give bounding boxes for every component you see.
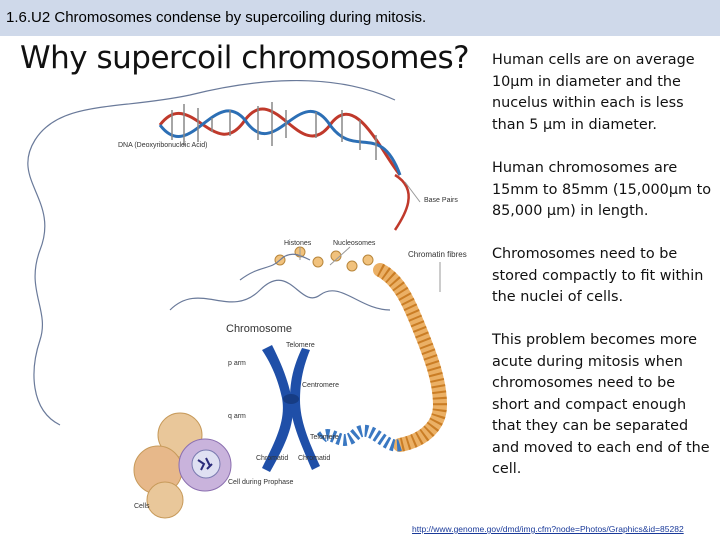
dna-strand-line-2 (169, 279, 391, 311)
paragraph-compact-storage: Chromosomes need to be stored compactly … (492, 246, 704, 305)
cells-cluster (133, 412, 232, 519)
chromosome-diagram: DNA (Deoxyribonucleic Acid) Base Pairs H… (27, 80, 467, 519)
label-q-arm: q arm (228, 413, 246, 420)
header-bar: 1.6.U2 Chromosomes condense by supercoil… (0, 0, 720, 36)
supercoil (315, 424, 402, 452)
dna-helix-lower (393, 173, 410, 231)
slide-header: 1.6.U2 Chromosomes condense by supercoil… (6, 9, 427, 26)
label-chromosome: Chromosome (226, 323, 292, 335)
label-cell-prophase: Cell during Prophase (228, 479, 293, 486)
label-chromatid-left: Chromatid (256, 455, 288, 462)
label-histones: Histones (284, 240, 312, 247)
nucleosome-beads (274, 246, 374, 272)
label-telomere-bottom: Telomere (310, 434, 339, 441)
chromatin-fibre-coil (373, 263, 448, 452)
paragraph-mitosis-problem: This problem becomes more acute during m… (492, 332, 710, 477)
paragraph-cell-size: Human cells are on average 10μm in diame… (492, 52, 695, 133)
nucleosomes-pointer (329, 246, 351, 266)
chromosome-shape (262, 345, 320, 472)
label-dna: DNA (Deoxyribonucleic Acid) (118, 142, 207, 149)
slide-title: Why supercoil chromosomes? (20, 40, 470, 76)
label-p-arm: p arm (228, 360, 246, 367)
dna-double-helix (158, 102, 402, 176)
label-base-pairs: Base Pairs (424, 197, 458, 204)
base-pairs-pointer (404, 181, 421, 203)
label-chromatid-right: Chromatid (298, 455, 330, 462)
linker-dna (239, 253, 311, 281)
paragraph-chromosome-length: Human chromosomes are 15mm to 85mm (15,0… (492, 160, 712, 219)
label-cells: Cells (134, 503, 150, 510)
label-centromere: Centromere (302, 382, 339, 389)
label-telomere-top: Telomere (286, 342, 315, 349)
label-chromatin-fibres: Chromatin fibres (408, 250, 467, 259)
label-nucleosomes: Nucleosomes (333, 240, 376, 247)
dna-strand-line (27, 80, 396, 426)
source-link[interactable]: http://www.genome.gov/dmd/img.cfm?node=P… (412, 524, 684, 534)
